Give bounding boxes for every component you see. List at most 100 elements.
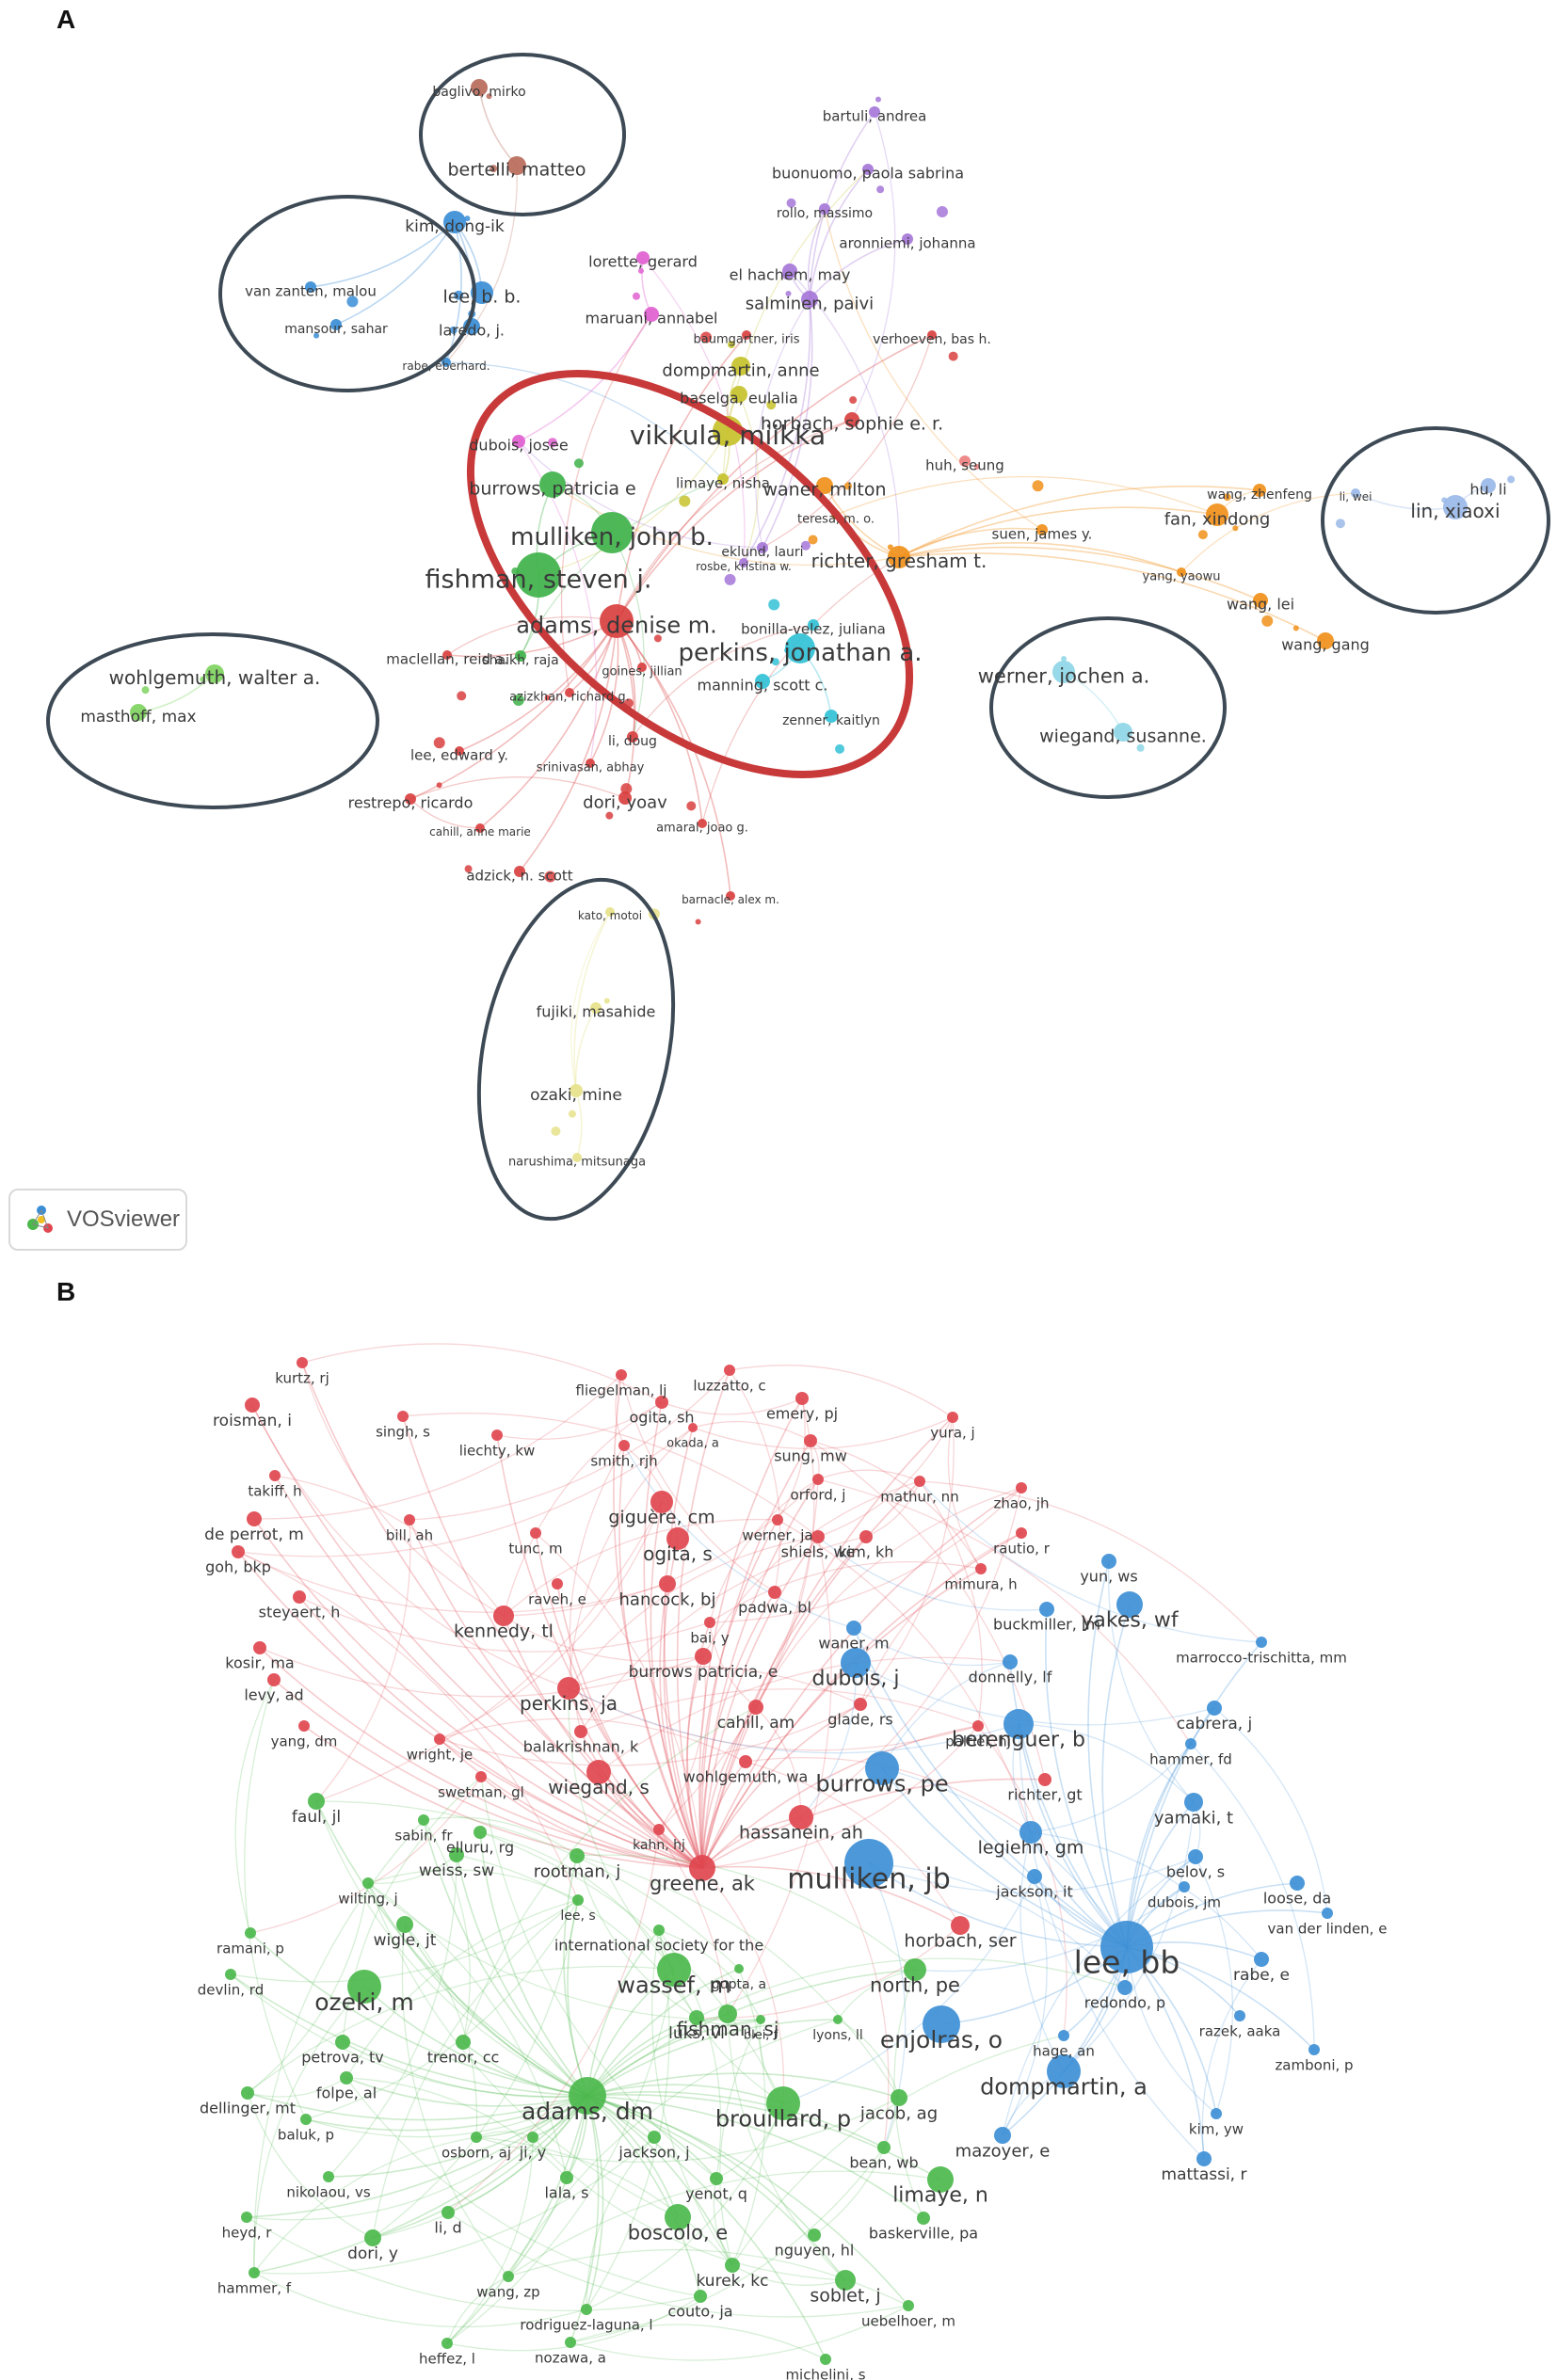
b-label-ogita-sh: ogita, sh — [629, 1409, 694, 1427]
b-node-dompmartin-a — [1047, 2054, 1081, 2088]
b-node-dellinger-mt — [241, 2086, 254, 2100]
b-node-paltiel-hj — [972, 1720, 984, 1732]
a-node-hu-li — [1481, 478, 1496, 493]
b-label-michelini-s: michelini, s — [785, 2366, 865, 2380]
b-edge — [586, 2019, 762, 2097]
a-label-restrepo-ricardo: restrepo, ricardo — [348, 794, 474, 812]
b-label-wassef-m: wassef, m — [617, 1972, 730, 1998]
panel-b-edges — [230, 1343, 1328, 2361]
b-edge — [817, 1536, 1048, 1611]
b-edge — [345, 2077, 568, 2179]
a-node-maruani-annabel — [644, 307, 659, 322]
a-label-barnacle-alex-m: barnacle, alex m. — [682, 893, 779, 906]
a-node-aronniemi-johanna — [902, 233, 913, 245]
a-label-amaral-joao-g: amaral, joao g. — [656, 822, 748, 836]
b-edge — [586, 2095, 846, 2281]
a-label-richter-gresham-t: richter, gresham t. — [811, 550, 987, 572]
a-node-eklund-lauri — [757, 542, 768, 553]
b-edge — [701, 1536, 867, 1869]
b-label-blei-f: blei, f — [744, 2029, 778, 2043]
a-edge — [573, 911, 611, 1092]
b-edge — [853, 1627, 1011, 1667]
b-edge — [817, 1416, 954, 1538]
b-label-emery-pj: emery, pj — [766, 1405, 838, 1423]
b-edge — [342, 1776, 482, 2043]
b-edge — [404, 1924, 478, 2138]
a-minor-node — [686, 801, 697, 811]
a-edge — [898, 542, 1182, 573]
b-edge — [230, 1973, 588, 2098]
b-edge — [246, 2095, 588, 2218]
b-edge — [479, 1831, 588, 2097]
b-edge — [253, 2095, 588, 2274]
b-edge — [367, 1882, 568, 2179]
b-node-wigle-jt — [396, 1916, 413, 1933]
b-label-bill-ah: bill, ah — [386, 1526, 433, 1543]
b-label-trenor-cc: trenor, cc — [427, 2049, 500, 2067]
b-edge — [810, 1440, 982, 1570]
a-node-horbach-sophie-e-r — [844, 412, 859, 427]
b-label-international-society-for-the: international society for the — [554, 1937, 763, 1955]
a-edge — [898, 486, 1260, 558]
b-label-burrows-patricia-e: burrows patricia, e — [629, 1663, 778, 1682]
b-edge — [423, 1819, 588, 2097]
b-edge — [859, 1416, 955, 1705]
b-edge — [259, 1647, 703, 1869]
a-node-werner-jochen-a — [1052, 661, 1075, 683]
b-edge — [865, 1480, 921, 1538]
a-minor-node — [1197, 530, 1208, 540]
b-node-yenot-q — [710, 2172, 723, 2185]
b-edge — [719, 2019, 762, 2266]
b-edge — [568, 1666, 861, 1705]
a-label-buonuomo-paola-sabrina: buonuomo, paola sabrina — [772, 165, 964, 183]
a-label-horbach-sophie-e-r: horbach, sophie e. r. — [761, 414, 943, 435]
b-edge — [345, 1899, 579, 2079]
a-minor-node — [616, 540, 622, 547]
a-node-fishman-steven-j — [516, 552, 561, 598]
a-node-mansour-sahar — [330, 319, 342, 330]
a-label-salminen-paivi: salminen, paivi — [746, 294, 874, 313]
b-label-glade-rs: glade, rs — [827, 1711, 893, 1729]
panel-b-letter: B — [56, 1277, 75, 1306]
b-edge — [556, 1583, 703, 1869]
b-edge — [701, 1706, 757, 1869]
b-node-glade-rs — [854, 1698, 867, 1711]
b-edge — [1030, 1831, 1262, 1960]
a-edge — [616, 620, 635, 799]
b-label-gupta-a: gupta, a — [712, 1977, 766, 1992]
a-minor-node — [454, 290, 464, 300]
a-node-adams-denise-m — [600, 604, 634, 638]
b-edge — [570, 2095, 600, 2343]
b-label-van-der-linden-e: van der linden, e — [1268, 1920, 1388, 1937]
a-minor-node — [141, 686, 150, 695]
b-label-devlin-rd: devlin, rd — [198, 1981, 264, 1998]
b-node-brouillard-p — [766, 2086, 800, 2120]
a-label-dori-yoav: dori, yoav — [583, 792, 667, 812]
b-edge — [372, 2095, 588, 2239]
b-edge — [315, 1501, 663, 1802]
b-edge — [643, 1401, 703, 1869]
a-edge — [898, 546, 1261, 601]
b-node-faul-jl — [308, 1793, 325, 1810]
b-edge — [1018, 1723, 1128, 1948]
a-edge — [560, 313, 652, 694]
a-label-wang-lei: wang, lei — [1227, 596, 1294, 614]
b-edge — [598, 1771, 729, 2015]
a-label-verhoeven-bas-h: verhoeven, bas h. — [873, 332, 991, 347]
b-edge — [305, 2095, 588, 2132]
b-node-richter-gt — [1038, 1773, 1051, 1786]
b-edge — [868, 1862, 907, 2148]
vosviewer-logo-icon — [27, 1206, 53, 1233]
b-edge — [315, 1800, 588, 2097]
a-minor-node — [568, 1110, 576, 1118]
b-edge — [328, 2095, 588, 2178]
a-edge — [616, 334, 747, 622]
b-label-liechty-kw: liechty, kw — [459, 1442, 536, 1459]
a-node-maclellan-reid-a — [442, 650, 452, 660]
a-node-wang-lei — [1253, 593, 1268, 608]
a-node-wohlgemuth-walter-a — [205, 664, 224, 683]
b-edge — [576, 1854, 916, 1971]
b-node-michelini-s — [820, 2354, 831, 2365]
b-edge — [249, 1932, 588, 2097]
a-minor-node — [605, 811, 614, 820]
